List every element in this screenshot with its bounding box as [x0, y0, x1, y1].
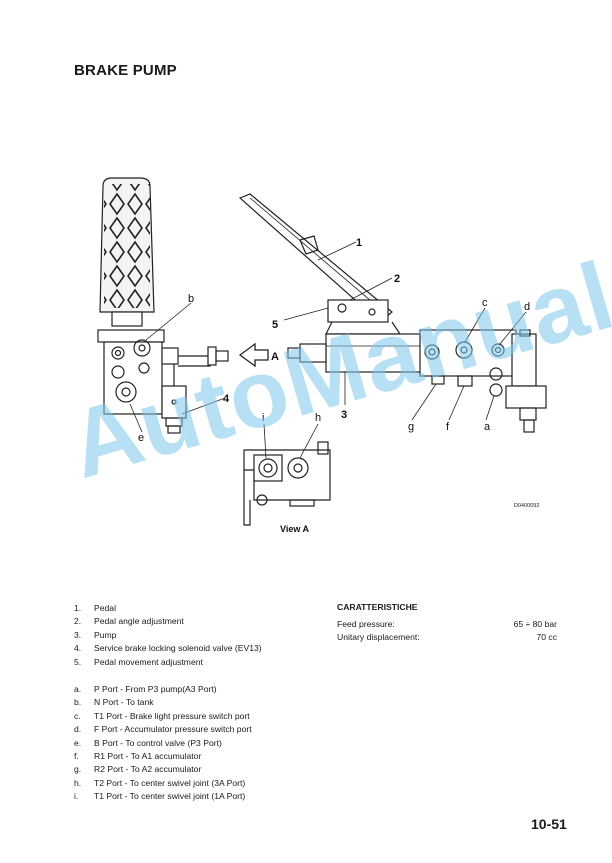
view-caption: View A: [280, 524, 310, 534]
callout-3: 3: [341, 409, 347, 421]
callout-b: b: [188, 293, 194, 305]
view-arrow-a: A: [238, 342, 279, 368]
list-item: f.R1 Port - To A1 accumulator: [74, 751, 202, 762]
list-item: b.N Port - To tank: [74, 697, 154, 708]
front-view: [97, 177, 229, 434]
callout-f: f: [446, 421, 450, 433]
callout-d: d: [524, 301, 530, 313]
list-item: 3.Pump: [74, 629, 117, 640]
spec-row: Unitary displacement: 70 cc: [337, 632, 557, 642]
drawing-code: D0400092: [514, 503, 539, 509]
view-a: [243, 441, 331, 526]
list-item: 2.Pedal angle adjustment: [74, 616, 184, 627]
callout-i: i: [262, 412, 264, 424]
list-item: 1.Pedal: [74, 603, 116, 613]
list-item: h.T2 Port - To center swivel joint (3A P…: [74, 777, 246, 788]
page-title: BRAKE PUMP: [74, 62, 177, 79]
list-item: i.T1 Port - To center swivel joint (1A P…: [74, 791, 246, 802]
list-item: 5.Pedal movement adjustment: [74, 656, 203, 667]
list-item: a.P Port - From P3 pump(A3 Port): [74, 684, 217, 694]
parts-list: 1.Pedal 2.Pedal angle adjustment 3.Pump …: [74, 602, 262, 669]
callout-4: 4: [223, 393, 230, 405]
leader-lines: [129, 241, 527, 459]
callout-e: e: [138, 432, 144, 444]
specs-heading: CARATTERISTICHE: [337, 602, 418, 612]
side-view: [238, 193, 547, 433]
callout-c: c: [482, 297, 488, 309]
list-item: e.B Port - To control valve (P3 Port): [74, 737, 222, 748]
callout-h: h: [315, 412, 321, 424]
callout-labels: 1 2 3 4 5 a b c d e f g h i: [138, 237, 530, 444]
page-number: 10-51: [531, 816, 567, 832]
spec-row: Feed pressure: 65 ÷ 80 bar: [337, 619, 557, 629]
callout-2: 2: [394, 273, 400, 285]
specs-panel: CARATTERISTICHE Feed pressure: 65 ÷ 80 b…: [337, 602, 557, 644]
list-item: d.F Port - Accumulator pressure switch p…: [74, 724, 252, 735]
callout-a: a: [484, 421, 491, 433]
callout-1: 1: [356, 237, 362, 249]
callout-5: 5: [272, 319, 278, 331]
list-item: g.R2 Port - To A2 accumulator: [74, 764, 202, 775]
list-item: 4.Service brake locking solenoid valve (…: [74, 643, 262, 654]
ports-list: a.P Port - From P3 pump(A3 Port) b.N Por…: [74, 683, 252, 804]
callout-g: g: [408, 421, 414, 433]
arrow-label: A: [271, 351, 279, 363]
list-item: c.T1 Port - Brake light pressure switch …: [74, 710, 250, 721]
